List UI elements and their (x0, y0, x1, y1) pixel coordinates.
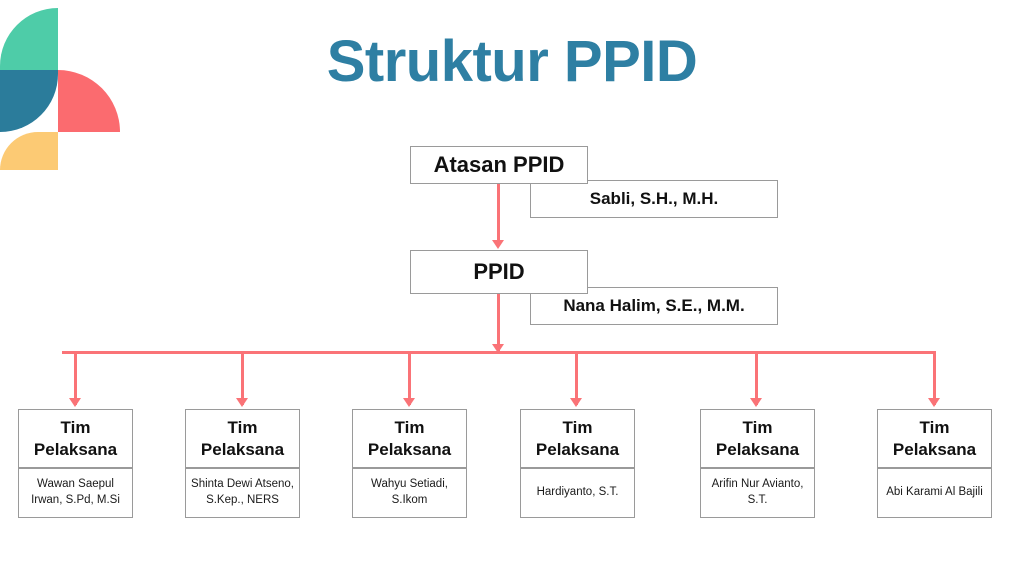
connector-drop-2 (241, 351, 244, 405)
connector-drop-5 (755, 351, 758, 405)
arrowhead-drop-2-icon (236, 398, 248, 407)
node-tim-4-role-line2: Pelaksana (535, 439, 620, 459)
node-tim-4-role-line1: Tim (562, 417, 593, 437)
node-tim-2-role-text: Tim Pelaksana (201, 417, 284, 461)
connector-drop-6 (933, 351, 936, 405)
arrowhead-drop-4-icon (570, 398, 582, 407)
node-tim-4-person[interactable]: Hardiyanto, S.T. (520, 468, 635, 518)
node-tim-5-role-line2: Pelaksana (715, 439, 800, 459)
node-tim-5-role[interactable]: Tim Pelaksana (700, 409, 815, 468)
arrowhead-ppid-to-bus-icon (492, 344, 504, 353)
node-tim-6-person[interactable]: Abi Karami Al Bajili (877, 468, 992, 518)
node-atasan-ppid-person[interactable]: Sabli, S.H., M.H. (530, 180, 778, 218)
arrowhead-drop-1-icon (69, 398, 81, 407)
logo-quarter-yellow-icon (0, 132, 58, 170)
node-tim-6-role-line1: Tim (919, 417, 950, 437)
node-ppid-role[interactable]: PPID (410, 250, 588, 294)
arrowhead-drop-6-icon (928, 398, 940, 407)
node-tim-1-role-text: Tim Pelaksana (34, 417, 117, 461)
node-tim-3-role-line1: Tim (394, 417, 425, 437)
brand-logo (0, 8, 122, 170)
connector-drop-3 (408, 351, 411, 405)
node-tim-4-role[interactable]: Tim Pelaksana (520, 409, 635, 468)
node-tim-3-role-line2: Pelaksana (367, 439, 452, 459)
node-tim-2-person[interactable]: Shinta Dewi Atseno, S.Kep., NERS (185, 468, 300, 518)
node-tim-6-role-line2: Pelaksana (892, 439, 977, 459)
arrowhead-atasan-to-ppid-icon (492, 240, 504, 249)
node-tim-1-role-line1: Tim (60, 417, 91, 437)
connector-drop-1 (74, 351, 77, 405)
page-title: Struktur PPID (326, 29, 698, 94)
node-tim-3-role[interactable]: Tim Pelaksana (352, 409, 467, 468)
connector-ppid-to-bus (497, 294, 500, 352)
node-tim-3-role-text: Tim Pelaksana (368, 417, 451, 461)
node-tim-6-role[interactable]: Tim Pelaksana (877, 409, 992, 468)
connector-drop-4 (575, 351, 578, 405)
node-tim-3-person[interactable]: Wahyu Setiadi, S.Ikom (352, 468, 467, 518)
node-tim-1-role[interactable]: Tim Pelaksana (18, 409, 133, 468)
node-tim-5-role-line1: Tim (742, 417, 773, 437)
node-tim-4-role-text: Tim Pelaksana (536, 417, 619, 461)
arrowhead-drop-5-icon (750, 398, 762, 407)
node-tim-1-role-line2: Pelaksana (33, 439, 118, 459)
node-tim-2-role-line1: Tim (227, 417, 258, 437)
node-tim-5-role-text: Tim Pelaksana (716, 417, 799, 461)
node-tim-2-role-line2: Pelaksana (200, 439, 285, 459)
arrowhead-drop-3-icon (403, 398, 415, 407)
node-tim-1-person[interactable]: Wawan Saepul Irwan, S.Pd, M.Si (18, 468, 133, 518)
node-tim-2-role[interactable]: Tim Pelaksana (185, 409, 300, 468)
connector-atasan-to-ppid (497, 184, 500, 244)
node-tim-5-person[interactable]: Arifin Nur Avianto, S.T. (700, 468, 815, 518)
node-tim-6-role-text: Tim Pelaksana (893, 417, 976, 461)
node-atasan-ppid-role[interactable]: Atasan PPID (410, 146, 588, 184)
